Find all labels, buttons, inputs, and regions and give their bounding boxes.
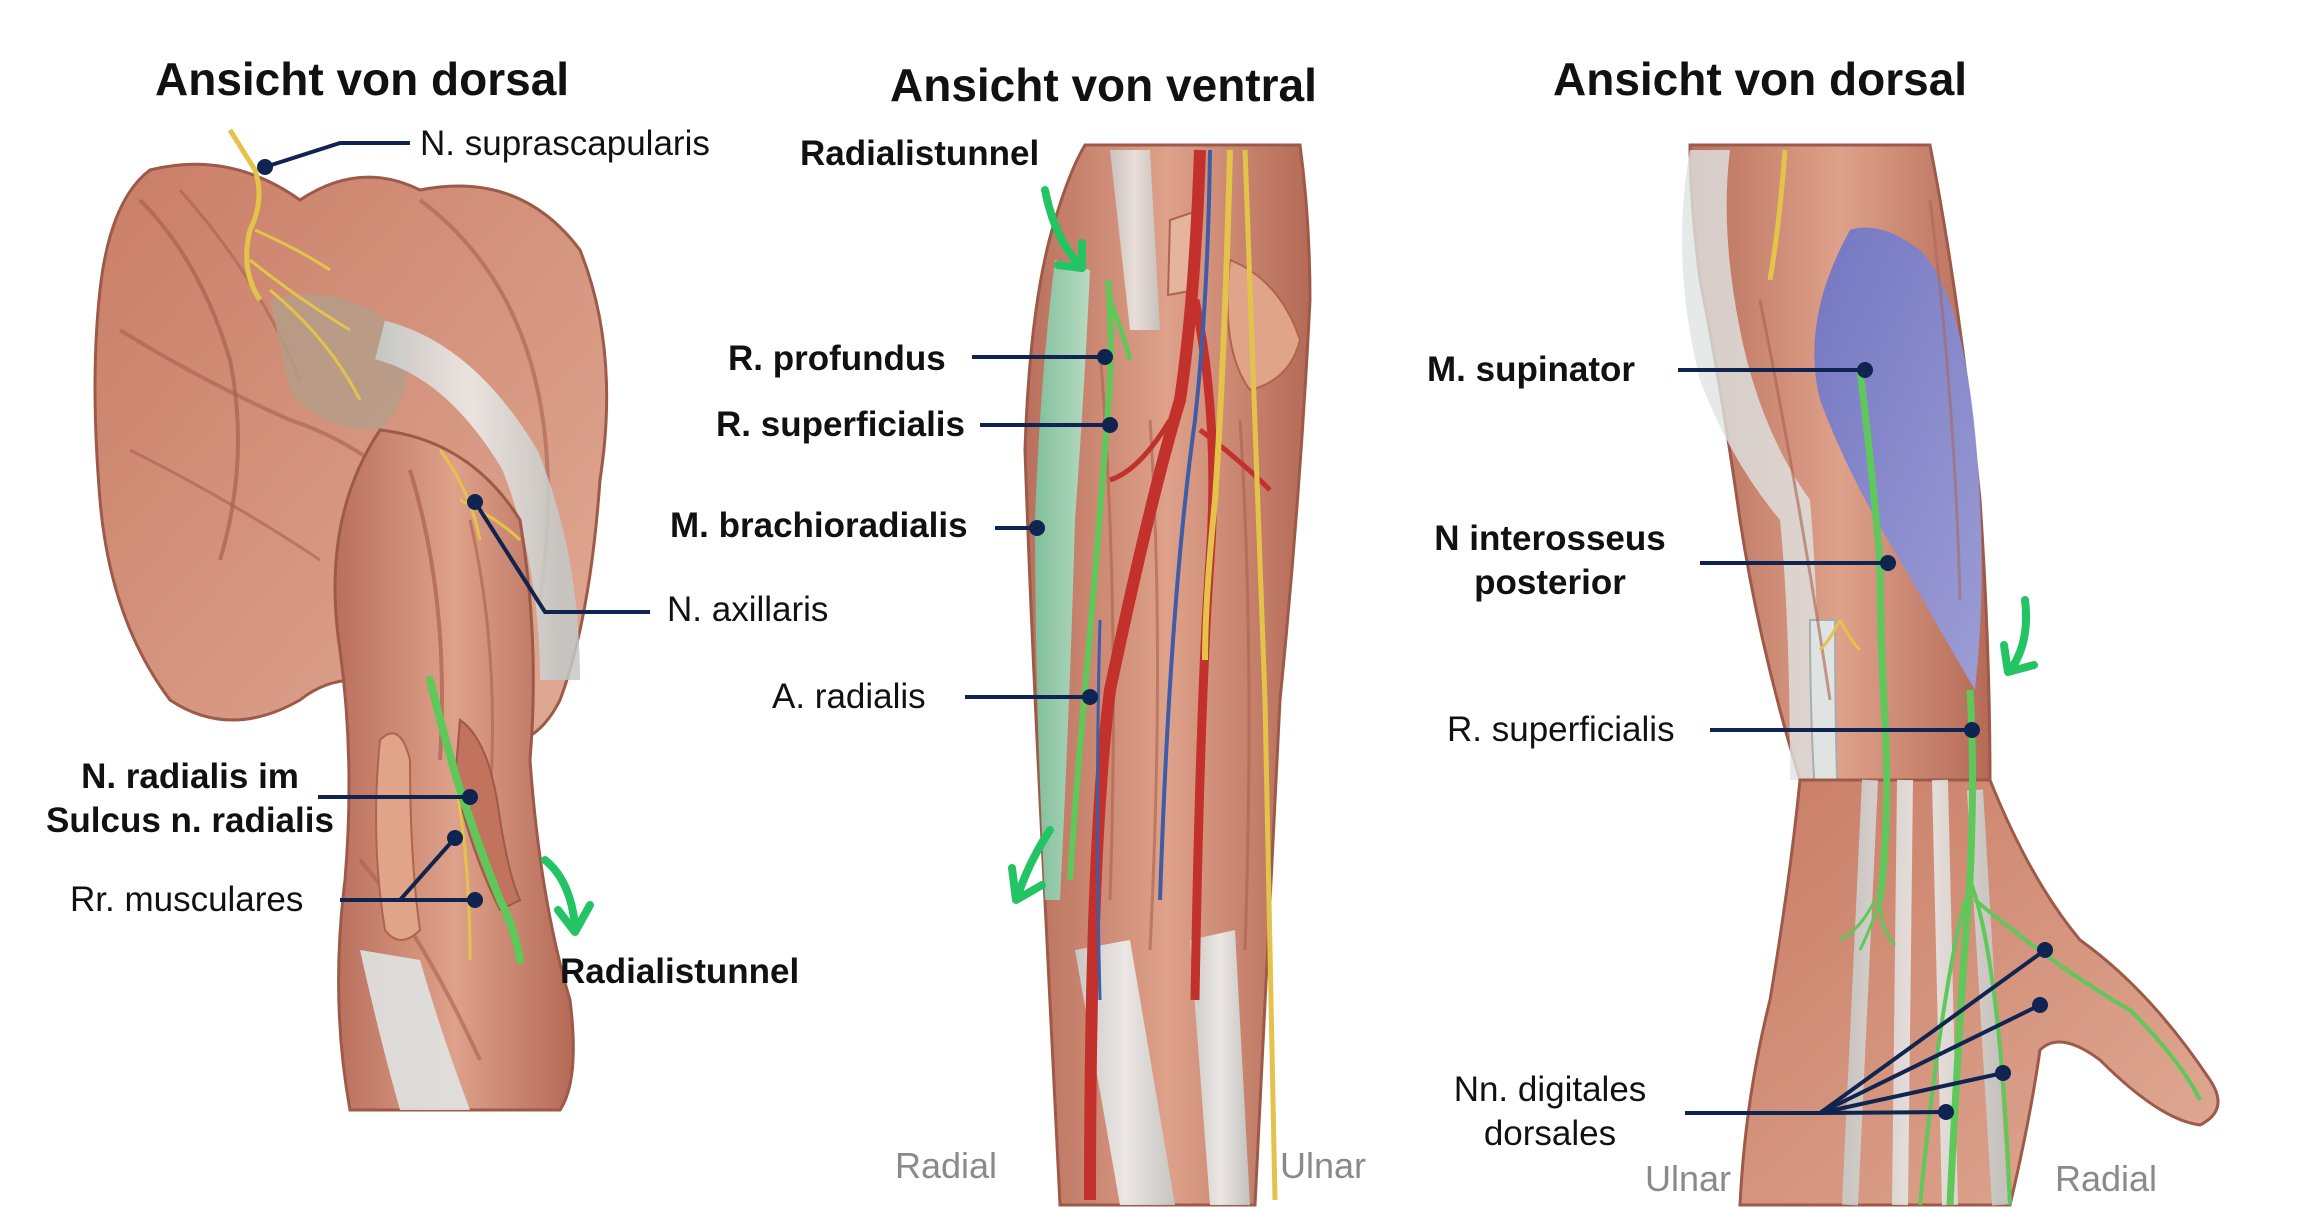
side-label-ulnar-ventral: Ulnar	[1280, 1145, 1367, 1186]
label-nn-digitales-line2: dorsales	[1483, 1114, 1617, 1153]
label-r-profundus: R. profundus	[728, 339, 946, 378]
side-label-radial-ventral: Radial	[895, 1145, 998, 1186]
label-a-radialis: A. radialis	[772, 677, 926, 716]
leader-nn-digitales-4	[1819, 1110, 1947, 1115]
panel-1-title: Ansicht von dorsal	[155, 53, 570, 105]
label-m-brachioradialis: M. brachioradialis	[670, 506, 968, 545]
leader-nn-digitales-1	[1818, 948, 2047, 1115]
label-m-supinator: M. supinator	[1427, 350, 1636, 389]
label-radialistunnel-2: Radialistunnel	[800, 134, 1040, 173]
forearm-ventral-illustration	[1008, 143, 1312, 1207]
label-rr-musculares: Rr. musculares	[70, 880, 304, 919]
panel-2-title: Ansicht von ventral	[890, 59, 1317, 111]
forearm-dorsal-illustration	[1682, 143, 2220, 1207]
label-nn-digitales-line1: Nn. digitales	[1453, 1070, 1647, 1109]
leader-axillaris	[473, 500, 650, 614]
leader-nn-digitales-2	[1819, 1003, 2041, 1115]
label-n-interosseus-line2: posterior	[1474, 563, 1626, 602]
leader-lines	[264, 141, 2047, 1115]
label-n-interosseus-line1: N interosseus	[1434, 519, 1666, 558]
label-n-suprascapularis: N. suprascapularis	[420, 124, 710, 163]
leader-nn-digitales-3	[1819, 1071, 2004, 1115]
side-label-radial-dorsal: Radial	[2055, 1158, 2158, 1199]
panel-3-title: Ansicht von dorsal	[1553, 53, 1968, 105]
label-n-radialis-line2: Sulcus n. radialis	[46, 801, 334, 840]
leader-suprascapularis	[264, 141, 410, 169]
side-label-ulnar-dorsal: Ulnar	[1645, 1158, 1732, 1199]
label-n-axillaris: N. axillaris	[667, 590, 829, 629]
label-n-radialis-line1: N. radialis im	[81, 757, 299, 796]
shoulder-illustration	[93, 128, 609, 1112]
label-r-superficialis-ventral: R. superficialis	[716, 405, 965, 444]
label-r-superficialis-dorsal: R. superficialis	[1447, 710, 1675, 749]
leader-dots	[257, 159, 2053, 1120]
label-radialistunnel-1: Radialistunnel	[560, 952, 800, 991]
